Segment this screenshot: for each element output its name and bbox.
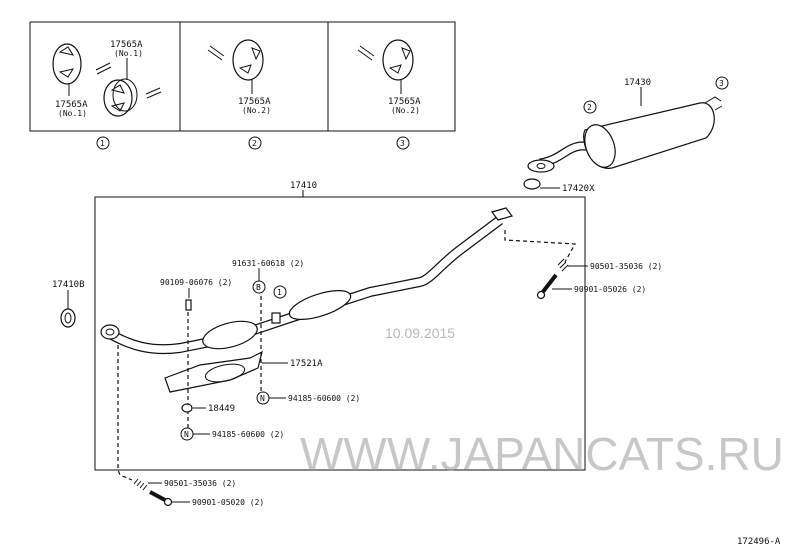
diagram-id: 172496-A <box>737 537 781 547</box>
svg-text:2: 2 <box>252 139 257 148</box>
front-exhaust-pipe[interactable] <box>100 207 514 355</box>
svg-text:1: 1 <box>100 139 105 148</box>
hanger-rubber[interactable] <box>382 39 414 81</box>
label-bolt-front: 90901-05020 (2) <box>192 498 264 507</box>
hanger-rubber[interactable] <box>52 43 82 85</box>
gasket-17410b[interactable] <box>60 308 76 328</box>
callout-2-text: 2 <box>587 103 592 112</box>
part-note: (No.2) <box>242 106 271 115</box>
bolt-front[interactable] <box>149 490 173 507</box>
label-cushion: 18449 <box>208 404 235 414</box>
gasket-17420x <box>523 178 541 190</box>
hanger-rubber[interactable] <box>103 78 138 117</box>
part-label-17410b: 17410B <box>52 280 85 290</box>
label-nut-n1: 94185-60600 (2) <box>288 394 360 403</box>
n-marker-text: N <box>184 430 189 439</box>
part-label: 17565A <box>110 40 143 50</box>
label-bolt-b: 91631-60618 (2) <box>232 259 304 268</box>
bolt-rear[interactable] <box>536 273 558 300</box>
watermark-date: 10.09.2015 <box>385 325 455 341</box>
callout-3: 3 <box>396 136 410 150</box>
part-note: (No.1) <box>58 109 87 118</box>
callout-3 <box>715 76 729 90</box>
callout-1-text: 1 <box>277 288 282 297</box>
bracket <box>271 312 281 324</box>
b-marker-text: B <box>256 283 261 292</box>
label-spring-rear: 90501-35036 (2) <box>590 262 662 271</box>
tail-pipe-muffler[interactable] <box>523 96 723 190</box>
hanger-panels: 17565A (No.1) 17565A (No.1) 17565A (No.2… <box>29 21 456 150</box>
label-nut-n2: 94185-60600 (2) <box>212 430 284 439</box>
part-note: (No.2) <box>391 106 420 115</box>
svg-text:3: 3 <box>400 139 405 148</box>
part-note: (No.1) <box>114 49 143 58</box>
n-marker-text: N <box>260 394 265 403</box>
label-bolt-rear: 90901-05026 (2) <box>574 285 646 294</box>
heat-insulator-17521a[interactable] <box>164 350 263 393</box>
part-label-17410: 17410 <box>290 181 317 191</box>
callout-1: 1 <box>96 136 110 150</box>
spring-front[interactable] <box>133 478 148 491</box>
part-label: 17565A <box>55 100 88 110</box>
part-label-17420x: 17420X <box>562 184 595 194</box>
watermark-site: WWW.JAPANCATS.RU <box>300 428 784 480</box>
cushion-18449[interactable] <box>181 403 193 413</box>
label-spring-front: 90501-35036 (2) <box>164 479 236 488</box>
part-label: 17565A <box>238 97 271 107</box>
assembly-box <box>94 196 586 471</box>
b-marker <box>252 280 266 294</box>
hanger-rubber[interactable] <box>232 39 264 81</box>
label-heat-insulator: 17521A <box>290 359 323 369</box>
callout-1 <box>273 285 287 299</box>
bolt-90109[interactable] <box>185 299 192 311</box>
callout-2 <box>583 100 597 114</box>
callout-3-text: 3 <box>719 79 724 88</box>
part-label: 17565A <box>388 97 421 107</box>
label-bolt-top: 90109-06076 (2) <box>160 278 232 287</box>
callout-2: 2 <box>248 136 262 150</box>
part-label-17430: 17430 <box>624 78 651 88</box>
spring-rear[interactable] <box>557 258 569 272</box>
